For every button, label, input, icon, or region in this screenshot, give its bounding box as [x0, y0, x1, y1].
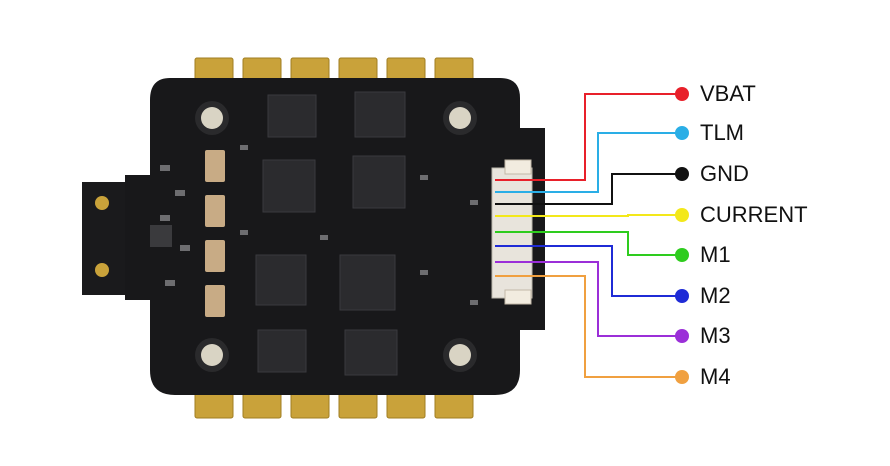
pin-dots: [675, 87, 689, 384]
wire-current: [495, 214, 680, 217]
pin-dot-vbat: [675, 87, 689, 101]
wire-vbat: [495, 93, 680, 181]
pin-wires: [495, 93, 680, 378]
pin-label-m1: M1: [700, 242, 731, 267]
pin-label-tlm: TLM: [700, 120, 744, 145]
pin-label-m2: M2: [700, 283, 731, 308]
wire-m1: [495, 231, 680, 256]
wire-m4: [495, 275, 680, 378]
connector-latch-bottom: [504, 289, 532, 305]
pin-dot-gnd: [675, 167, 689, 181]
capacitors: [205, 150, 225, 317]
wire-m2: [495, 245, 680, 297]
mounting-holes: [195, 101, 477, 372]
pin-label-m3: M3: [700, 323, 731, 348]
pin-dot-m1: [675, 248, 689, 262]
board-left-tab: [82, 182, 130, 295]
pin-label-current: CURRENT: [700, 202, 808, 227]
pin-label-m4: M4: [700, 364, 731, 389]
wire-tlm: [495, 132, 680, 193]
board-body: [125, 78, 545, 395]
pin-dot-m3: [675, 329, 689, 343]
wire-gnd: [495, 173, 680, 205]
pin-dot-tlm: [675, 126, 689, 140]
mosfet-chips: [255, 91, 406, 376]
left-tab-hole-top: [95, 196, 109, 210]
small-components: [150, 145, 478, 305]
pin-label-gnd: GND: [700, 161, 749, 186]
pin-dot-current: [675, 208, 689, 222]
top-solder-pads: [194, 57, 474, 83]
pin-dot-m2: [675, 289, 689, 303]
left-tab-hole-bottom: [95, 263, 109, 277]
wire-m3: [495, 261, 680, 337]
pin-label-vbat: VBAT: [700, 81, 756, 106]
pin-dot-m4: [675, 370, 689, 384]
connector-latch-top: [504, 159, 532, 175]
bottom-solder-pads: [194, 391, 474, 419]
